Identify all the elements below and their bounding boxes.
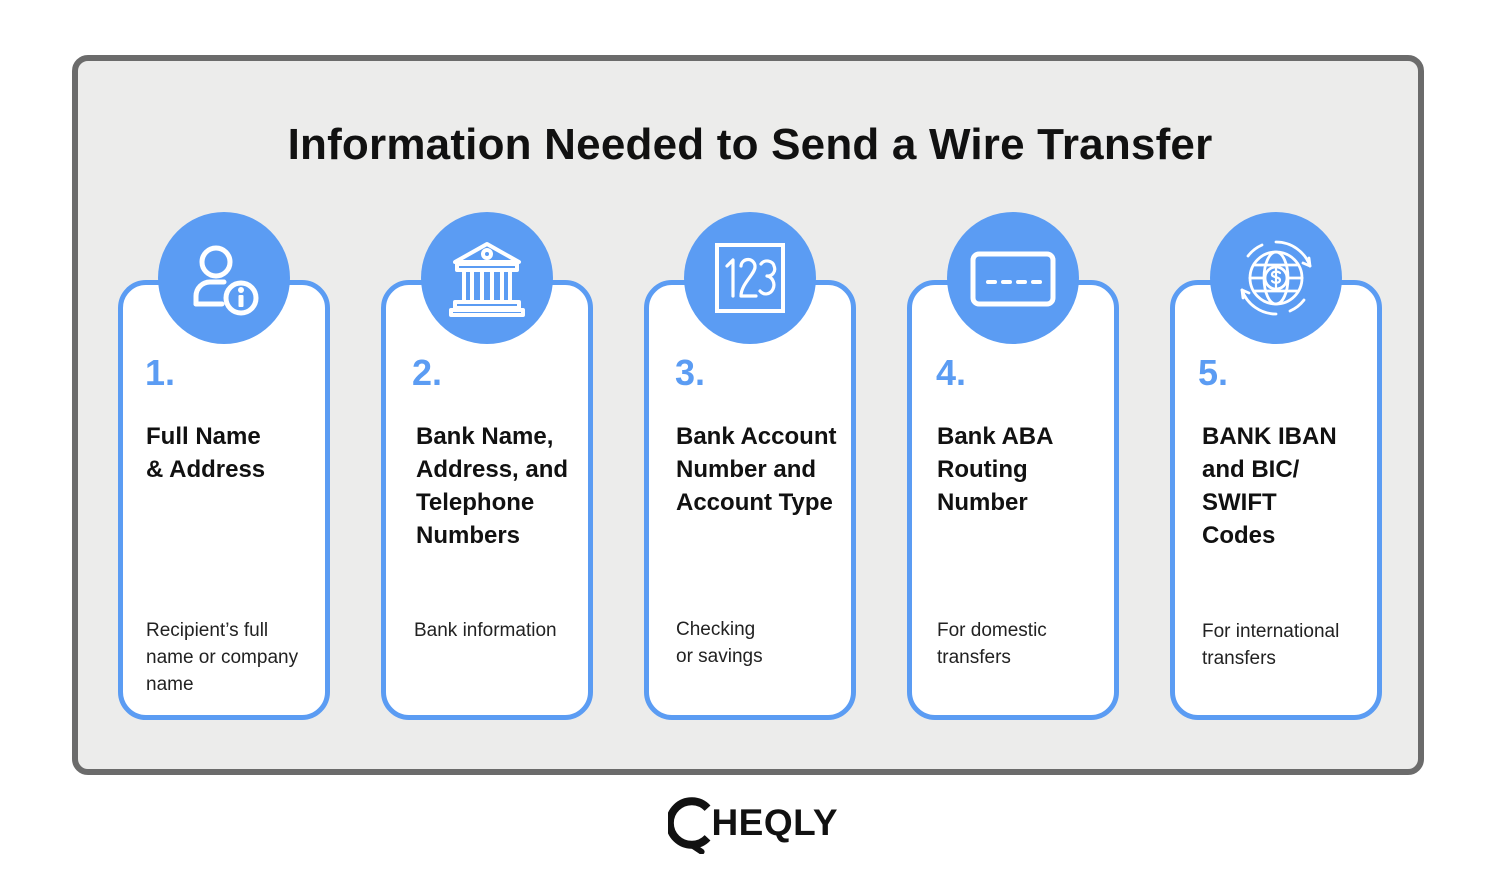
step-icon-circle-5 — [1210, 212, 1342, 344]
step-description-5: For international transfers — [1202, 621, 1340, 669]
user-info-icon — [193, 245, 259, 316]
page-title: Information Needed to Send a Wire Transf… — [287, 120, 1213, 169]
step-card-1 — [118, 280, 330, 720]
step-number-3: 3. — [675, 352, 706, 393]
step-icon-circle-4 — [947, 212, 1079, 344]
step-number-5: 5. — [1198, 352, 1229, 393]
step-card-5 — [1170, 280, 1382, 720]
step-number-1: 1. — [145, 352, 176, 393]
globe-dollar-icon — [1240, 240, 1312, 316]
bank-building-icon — [449, 242, 525, 317]
step-icon-circle-3 — [684, 212, 816, 344]
step-card-2 — [381, 280, 593, 720]
step-description-3: Checking or savings — [676, 619, 763, 667]
cheqly-logo-mark-icon — [668, 797, 711, 854]
step-number-4: 4. — [936, 352, 967, 393]
step-description-4: For domestic transfers — [937, 620, 1047, 668]
step-heading-2: Bank Name, Address, and Telephone Number… — [416, 423, 569, 549]
step-heading-3: Bank Account Number and Account Type — [676, 423, 837, 516]
step-description-2: Bank information — [414, 620, 557, 641]
card-icon — [970, 251, 1056, 307]
number-123-icon — [715, 243, 785, 313]
step-description-1: Recipient’s full name or company name — [146, 620, 299, 695]
cheqly-logo-text: HEQLY — [711, 802, 838, 843]
step-heading-1: Full Name & Address — [146, 423, 266, 483]
cheqly-logo: HEQLY — [668, 792, 838, 854]
step-icon-circle-2 — [421, 212, 553, 344]
step-number-2: 2. — [412, 352, 443, 393]
step-heading-5: BANK IBAN and BIC/ SWIFT Codes — [1202, 423, 1337, 549]
step-icon-circle-1 — [158, 212, 290, 344]
step-heading-4: Bank ABA Routing Number — [937, 423, 1054, 516]
